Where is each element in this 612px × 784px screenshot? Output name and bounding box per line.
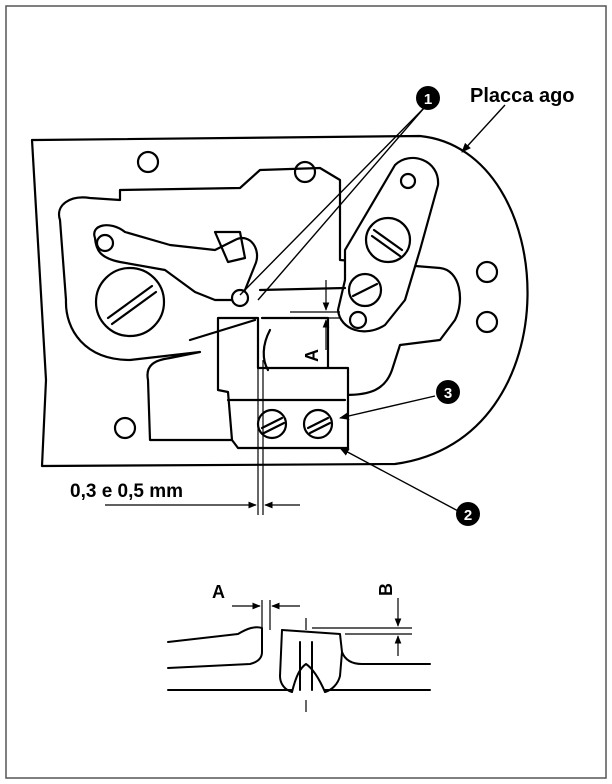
plate-hole — [475, 310, 499, 334]
dimension-lines-bottom — [232, 598, 412, 712]
callout-1: 1 — [416, 86, 440, 110]
dimension-A-bottom-label: A — [212, 582, 225, 602]
plate-hole — [113, 416, 137, 440]
dimension-B-label: B — [376, 583, 396, 596]
pin-1 — [230, 288, 250, 308]
plate-hole — [136, 150, 160, 174]
plate-hole — [293, 160, 317, 184]
section-upper-profile — [167, 626, 263, 669]
leader-lines — [239, 104, 506, 513]
needle-plate-top-view — [30, 134, 529, 468]
callout-2: 2 — [456, 502, 480, 526]
callout-2-number: 2 — [464, 507, 472, 524]
lever-arm — [93, 224, 259, 302]
callout-3: 3 — [436, 380, 460, 404]
plate-cutout — [57, 166, 462, 442]
callout-1-number: 1 — [424, 91, 432, 108]
dimension-A-top-label: A — [302, 349, 322, 362]
callout-3-number: 3 — [444, 385, 452, 402]
plate-hole — [475, 260, 499, 284]
dimension-lines-top — [105, 280, 340, 515]
needle-plate-label: Placca ago — [470, 85, 575, 107]
cross-section-view — [167, 626, 431, 693]
dimension-gap-label: 0,3 e 0,5 mm — [70, 481, 183, 502]
page-border — [5, 5, 607, 779]
section-right-profile — [281, 629, 431, 665]
